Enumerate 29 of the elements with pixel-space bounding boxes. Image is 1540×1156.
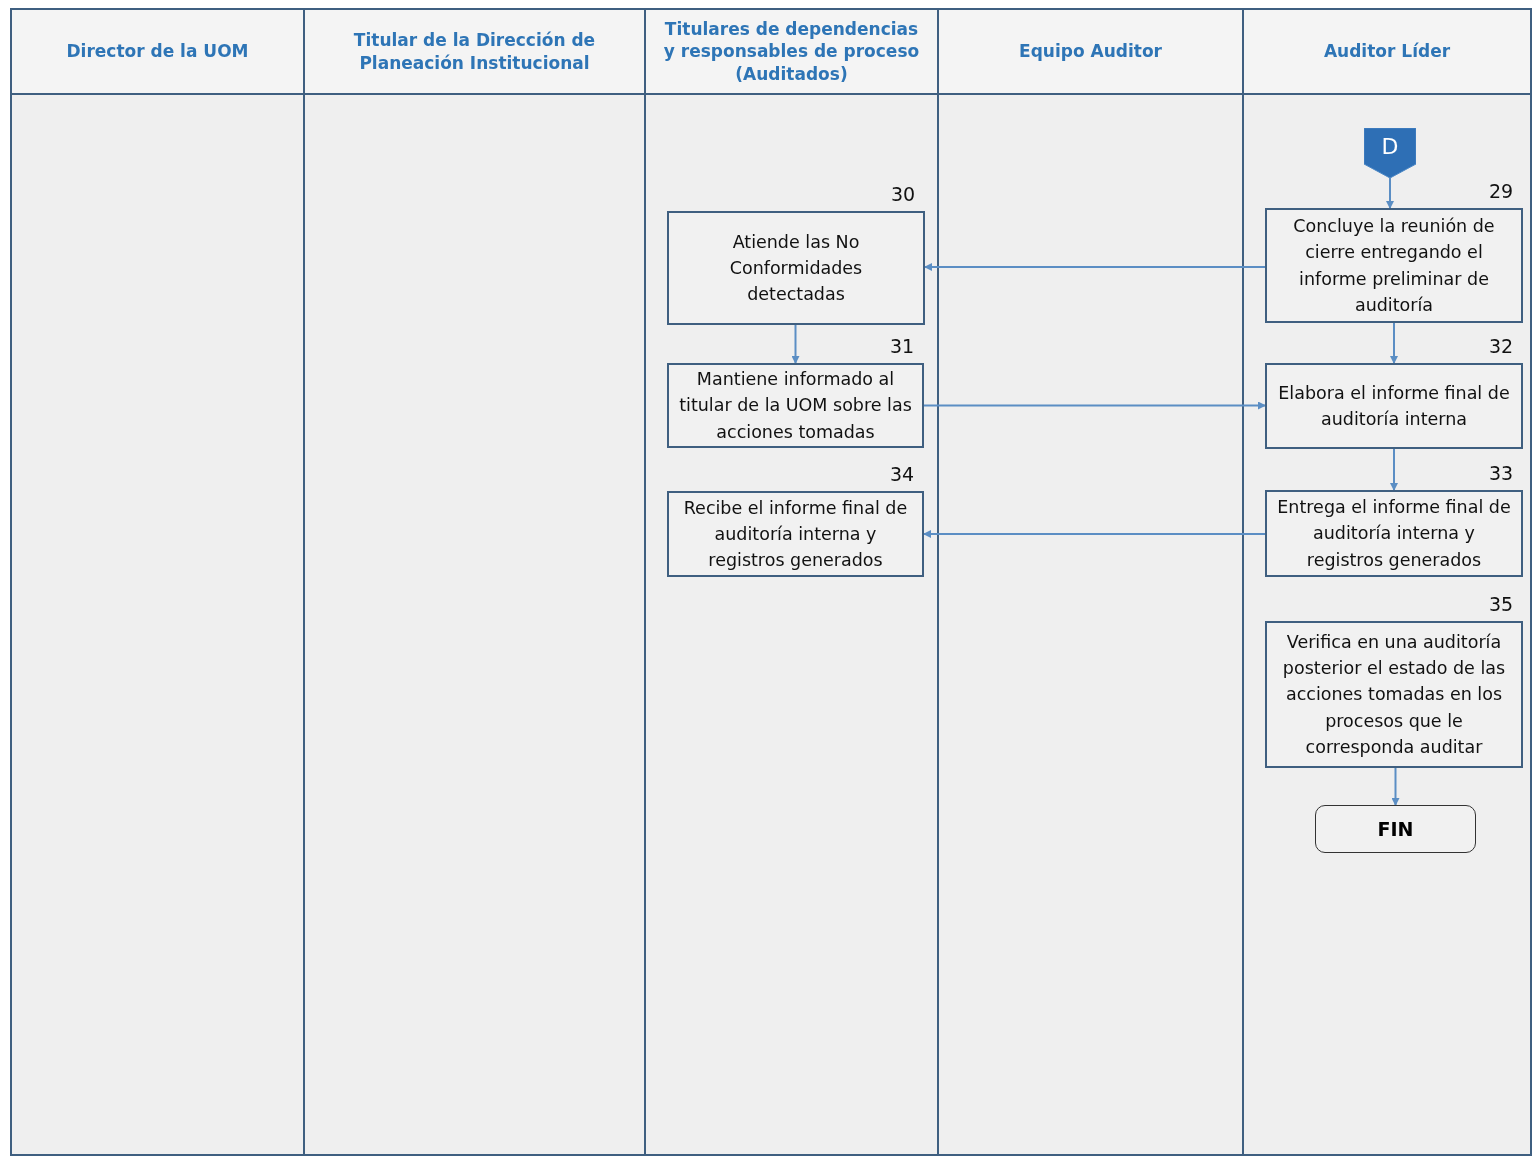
process-box: Entrega el informe final de auditoría interna y registros generados xyxy=(1265,490,1523,577)
arrow xyxy=(1386,177,1394,209)
process-box: Verifica en una auditoría posterior el estado de las acciones tomadas en los procesos que le corresponda auditar xyxy=(1265,621,1523,768)
process-box: Recibe el informe final de auditoría interna y registros generados xyxy=(667,491,924,577)
lane-header: Director de la UOM xyxy=(10,8,303,95)
arrow xyxy=(924,263,1266,271)
arrow xyxy=(791,324,800,364)
arrow xyxy=(1390,322,1398,364)
process-box: Concluye la reunión de cierre entregando el informe preliminar de auditoría xyxy=(1265,208,1523,323)
lane-header: Equipo Auditor xyxy=(937,8,1242,95)
step-number: 30 xyxy=(891,183,916,205)
arrow xyxy=(923,530,1266,538)
terminator: FIN xyxy=(1315,805,1476,853)
off-page-connector: D xyxy=(1364,128,1416,178)
arrow xyxy=(923,401,1266,410)
arrow xyxy=(1391,767,1400,806)
step-number: 34 xyxy=(890,463,915,485)
step-number: 35 xyxy=(1489,593,1514,615)
step-number: 31 xyxy=(890,335,915,357)
lane-header: Titulares de dependencias y responsables de proceso (Auditados) xyxy=(644,8,937,95)
lane-header: Titular de la Dirección de Planeación Institucional xyxy=(303,8,644,95)
process-box: Atiende las No Conformidades detectadas xyxy=(667,211,925,325)
process-box: Mantiene informado al titular de la UOM sobre las acciones tomadas xyxy=(667,363,924,448)
arrow xyxy=(1390,448,1398,491)
process-box: Elabora el informe final de auditoría interna xyxy=(1265,363,1523,449)
lane-header: Auditor Líder xyxy=(1242,8,1532,95)
step-number: 32 xyxy=(1489,335,1514,357)
step-number: 29 xyxy=(1489,180,1514,202)
step-number: 33 xyxy=(1489,462,1514,484)
